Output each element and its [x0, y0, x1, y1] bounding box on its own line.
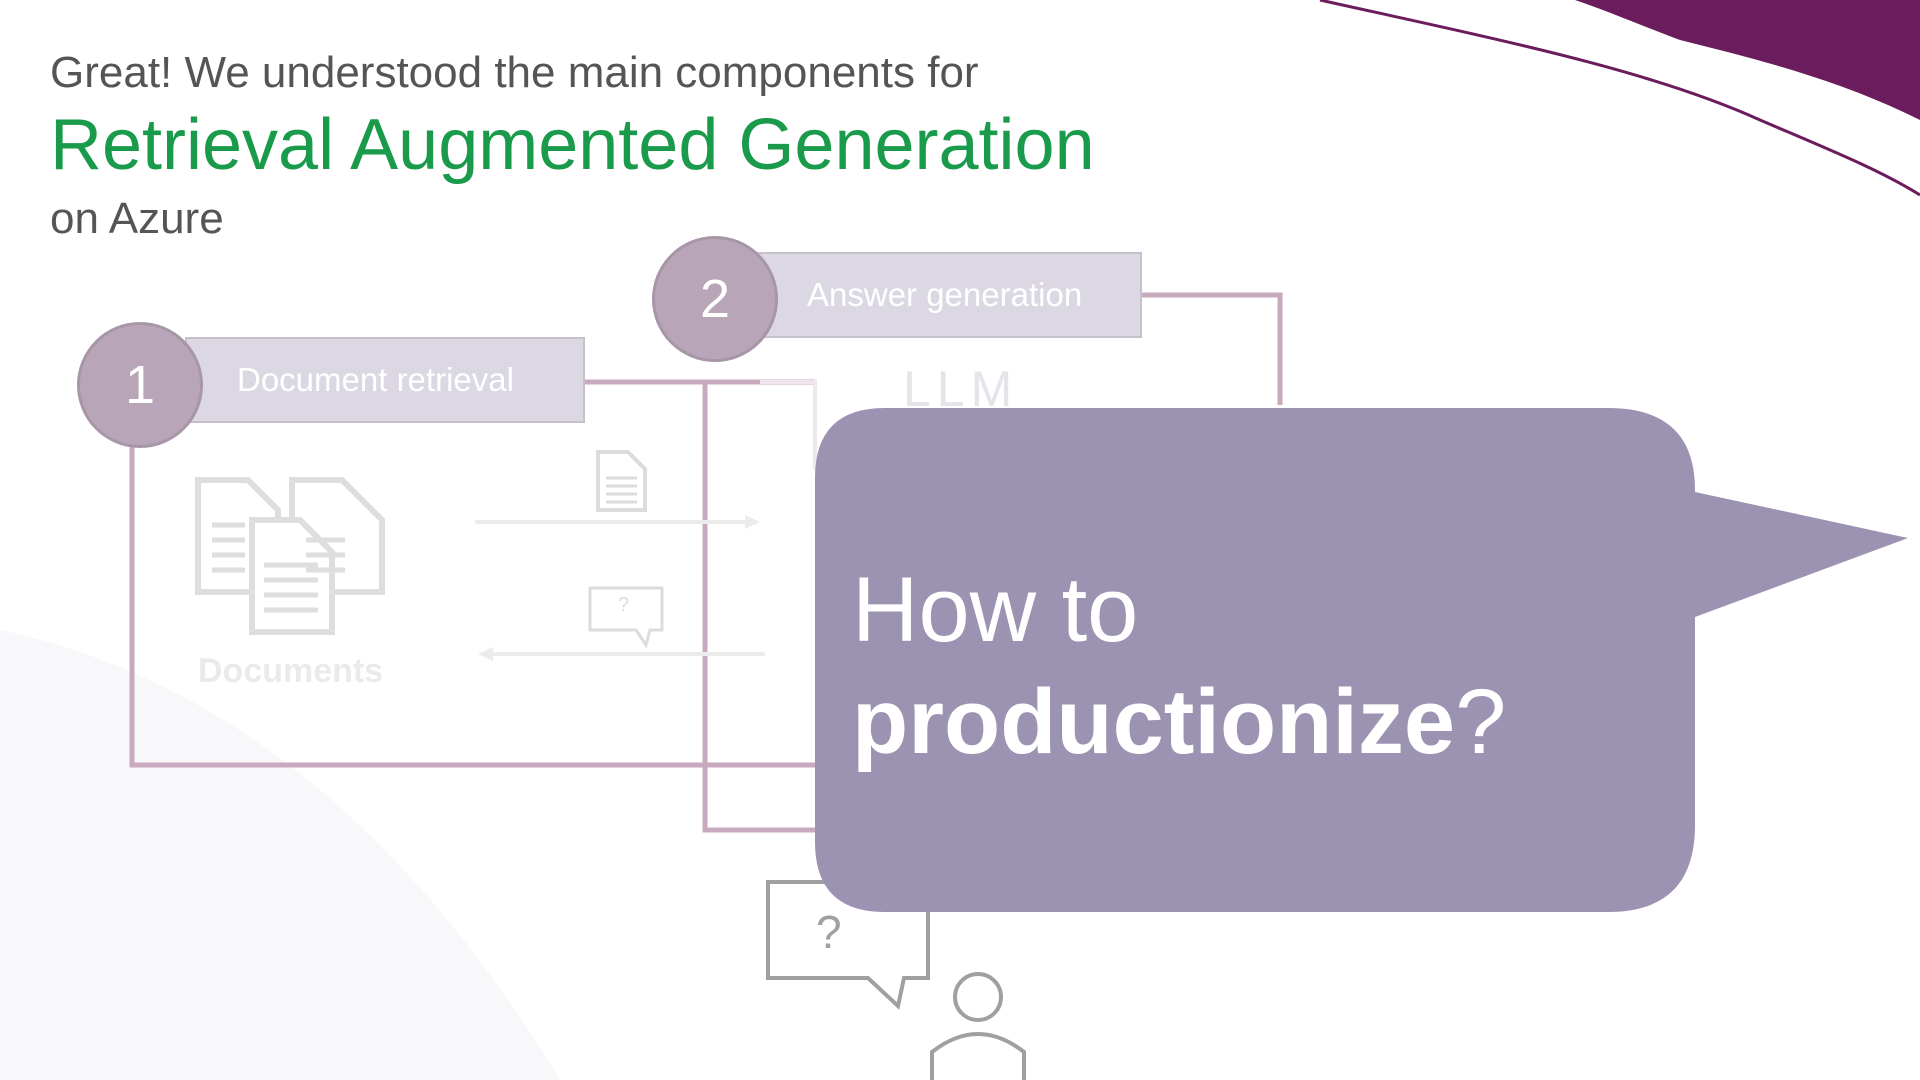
page-title: Retrieval Augmented Generation — [50, 105, 1095, 185]
step-2-label: Answer generation — [750, 252, 1142, 338]
background-wave — [0, 630, 560, 1080]
small-question-mark: ? — [618, 594, 630, 616]
llm-label: LLM — [903, 361, 1019, 417]
small-document-icon — [596, 450, 647, 512]
callout-bubble — [815, 408, 1908, 912]
callout-line-1: How to — [852, 559, 1139, 661]
corner-swoosh — [1575, 0, 1920, 120]
intro-text: Great! We understood the main components… — [50, 48, 979, 97]
corner-line — [1319, 0, 1920, 197]
step-1-badge: 1 — [77, 322, 203, 448]
documents-label: Documents — [198, 652, 384, 690]
step-2-badge: 2 — [652, 236, 778, 362]
small-question-bubble-icon — [588, 586, 664, 649]
callout-text: How to productionize? — [852, 555, 1506, 780]
step-1-label: Document retrieval — [185, 337, 585, 423]
user-icon — [930, 972, 1026, 1080]
connector-lines — [129, 292, 1283, 833]
page-subtitle: on Azure — [50, 194, 224, 243]
flow-arrows — [475, 515, 765, 661]
callout-line-2: productionize? — [852, 671, 1507, 773]
question-mark: ? — [816, 906, 842, 958]
